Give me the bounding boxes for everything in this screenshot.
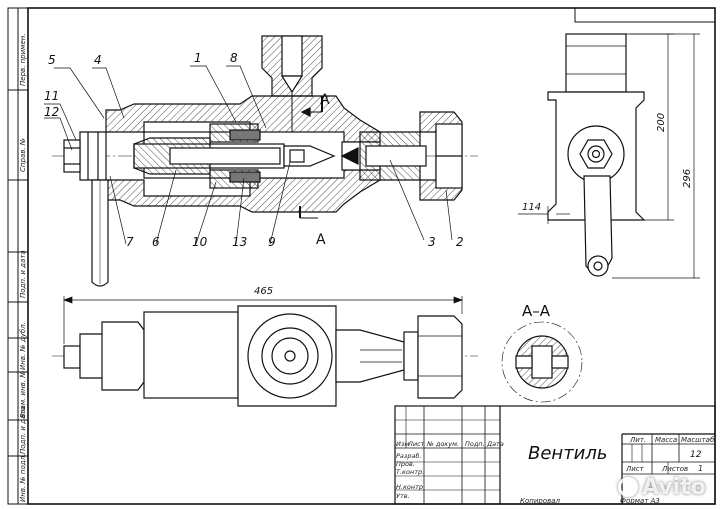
stamp-sprav: Справ. № (19, 138, 27, 172)
cut-letter-top: A (320, 92, 330, 108)
part-number-7: 7 (126, 235, 134, 249)
dimension-465 (63, 296, 463, 344)
title-block-data: Дата (486, 440, 504, 448)
dim-text-200: 200 (656, 113, 667, 132)
drawing-title: Вентиль (528, 443, 608, 464)
part-number-1: 1 (194, 51, 202, 65)
side-stamp-column (7, 7, 29, 505)
part-number-11: 11 (44, 89, 59, 103)
part-number-2: 2 (456, 235, 464, 249)
cell-value-12: 12 (690, 450, 702, 460)
title-block-ndok: № докум. (426, 440, 459, 448)
part-number-6: 6 (152, 235, 160, 249)
stamp-perv-primen: Перв. примен. (19, 33, 27, 86)
title-block-tkontr: Т.контр. (396, 468, 424, 476)
leader-lines (44, 65, 453, 245)
cut-letter-bottom: A (316, 232, 326, 248)
part-number-12: 12 (44, 105, 59, 119)
stamp-podp-data-2: Подп. и дата (19, 406, 27, 454)
part-number-3: 3 (428, 235, 436, 249)
dim-text-296: 296 (682, 169, 693, 188)
dimension-296 (612, 33, 700, 279)
dimension-114 (518, 206, 570, 224)
avito-logo-icon (618, 477, 638, 497)
top-view (52, 305, 478, 407)
dim-text-114: 114 (522, 202, 541, 213)
title-block-utv: Утв. (396, 492, 410, 500)
corner-cell (574, 7, 716, 23)
part-number-8: 8 (230, 51, 238, 65)
copied-label: Копировал (520, 497, 561, 505)
title-block-nkontr: Н.контр. (396, 483, 425, 491)
stamp-vzam-inv: Взам. инв. № (19, 370, 27, 418)
side-view (547, 33, 646, 277)
part-number-13: 13 (232, 235, 247, 249)
dim-text-465: 465 (254, 286, 273, 297)
cell-listov: Листов (661, 465, 688, 473)
cell-massa: Масса (655, 436, 677, 444)
stamp-inv-dubl: Инв. № дубл. (19, 322, 27, 370)
part-number-5: 5 (48, 53, 56, 67)
avito-watermark: Avito (618, 470, 718, 504)
title-block-podp: Подп. (465, 440, 485, 448)
title-block-izm: Изм (396, 440, 409, 448)
title-block-list-col: Лист (407, 440, 425, 448)
cell-lit: Лит. (629, 436, 646, 444)
part-number-9: 9 (268, 235, 276, 249)
part-number-10: 10 (192, 235, 208, 249)
title-block-prov: Пров. (396, 460, 415, 468)
cell-masshtab: Масштаб (681, 436, 715, 444)
cell-list: Лист (625, 465, 645, 473)
main-section-view (52, 35, 478, 287)
format-label: Формат А3 (620, 497, 660, 505)
part-number-4: 4 (94, 53, 102, 67)
cell-listov-count: 1 (698, 464, 703, 473)
stamp-podp-data-1: Подп. и дата (19, 250, 27, 298)
section-view-title: A–A (522, 302, 551, 320)
section-a-a-view (501, 321, 583, 403)
stamp-inv-podl: Инв. № подл. (19, 454, 27, 502)
avito-watermark-text: Avito (642, 474, 706, 500)
title-block-razrab: Разраб. (396, 452, 422, 460)
title-block-grid (394, 405, 716, 505)
